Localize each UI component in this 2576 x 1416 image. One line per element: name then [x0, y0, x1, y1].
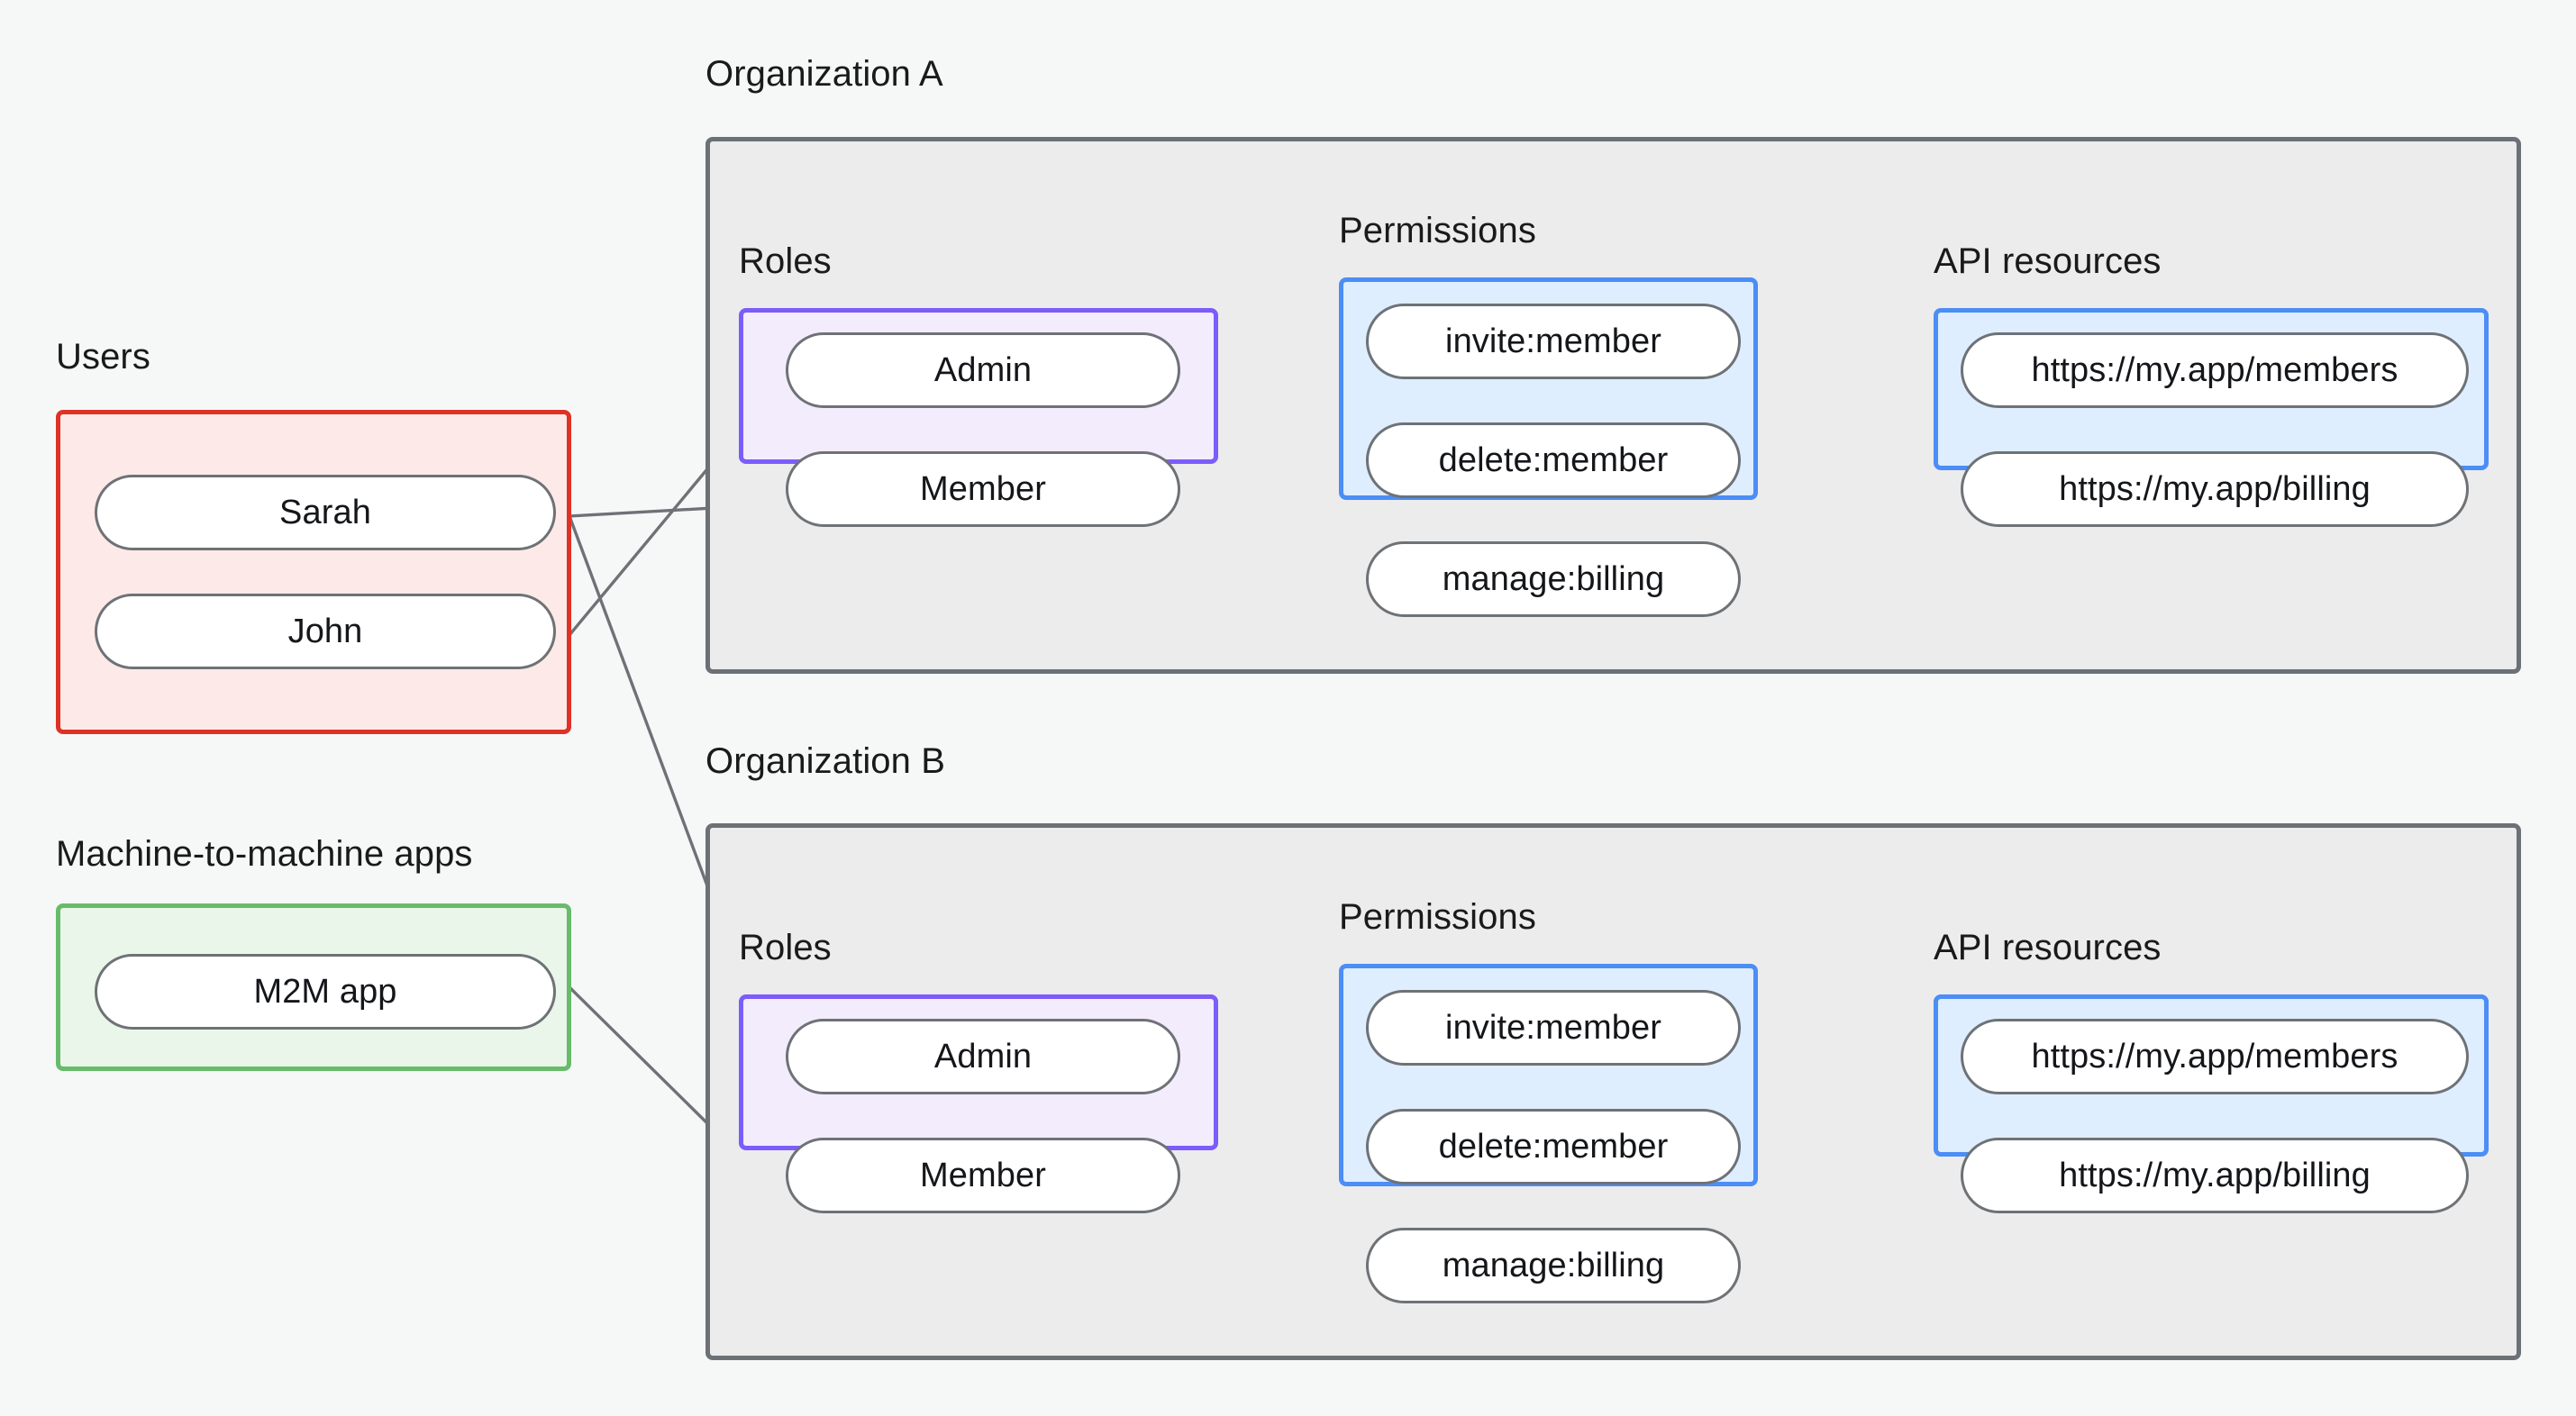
organization-b-permission-pill-manage-billing[interactable]: manage:billing — [1366, 1228, 1741, 1303]
organization-b-role-pill-member[interactable]: Member — [786, 1138, 1180, 1213]
organization-a-role-pill-admin[interactable]: Admin — [786, 332, 1180, 408]
organization-b-role-pill-admin[interactable]: Admin — [786, 1019, 1180, 1094]
organization-a-group: Roles Admin Member Permissions invite:me… — [705, 137, 2521, 674]
organization-b-api-resources-group: https://my.app/members https://my.app/bi… — [1934, 994, 2489, 1213]
organization-b-roles-group: Admin Member — [739, 994, 1218, 1213]
organization-a-roles-caption: Roles — [739, 241, 832, 281]
user-pill-john[interactable]: John — [95, 594, 556, 669]
organization-a-permissions-caption: Permissions — [1339, 211, 1536, 250]
organization-a-api-resource-pill-members[interactable]: https://my.app/members — [1961, 332, 2469, 408]
organization-a-permissions-group: invite:member delete:member manage:billi… — [1339, 277, 1758, 617]
organization-a-role-pill-member[interactable]: Member — [786, 451, 1180, 527]
organization-b-group: Roles Admin Member Permissions invite:me… — [705, 823, 2521, 1360]
organization-a-api-resources-caption: API resources — [1934, 241, 2162, 281]
organization-a-permission-pill-delete-member[interactable]: delete:member — [1366, 422, 1741, 498]
user-pill-sarah[interactable]: Sarah — [95, 475, 556, 550]
m2m-group: M2M app — [56, 903, 571, 1071]
m2m-pill-app[interactable]: M2M app — [95, 954, 556, 1030]
users-group: Sarah John — [56, 410, 571, 734]
users-caption: Users — [56, 337, 150, 377]
organization-a-roles-group: Admin Member — [739, 308, 1218, 527]
organization-b-api-resource-pill-members[interactable]: https://my.app/members — [1961, 1019, 2469, 1094]
organization-b-api-resource-pill-billing[interactable]: https://my.app/billing — [1961, 1138, 2469, 1213]
organization-a-caption: Organization A — [705, 54, 943, 94]
m2m-caption: Machine-to-machine apps — [56, 834, 473, 874]
organization-b-permissions-group: invite:member delete:member manage:billi… — [1339, 964, 1758, 1303]
organization-a-permission-pill-invite-member[interactable]: invite:member — [1366, 304, 1741, 379]
organization-a-permission-pill-manage-billing[interactable]: manage:billing — [1366, 541, 1741, 617]
organization-a-api-resources-group: https://my.app/members https://my.app/bi… — [1934, 308, 2489, 527]
organization-b-caption: Organization B — [705, 741, 945, 781]
organization-b-permissions-caption: Permissions — [1339, 897, 1536, 937]
organization-b-api-resources-caption: API resources — [1934, 928, 2162, 967]
organization-b-roles-caption: Roles — [739, 928, 832, 967]
organization-b-permission-pill-invite-member[interactable]: invite:member — [1366, 990, 1741, 1066]
organization-b-permission-pill-delete-member[interactable]: delete:member — [1366, 1109, 1741, 1185]
organization-a-api-resource-pill-billing[interactable]: https://my.app/billing — [1961, 451, 2469, 527]
